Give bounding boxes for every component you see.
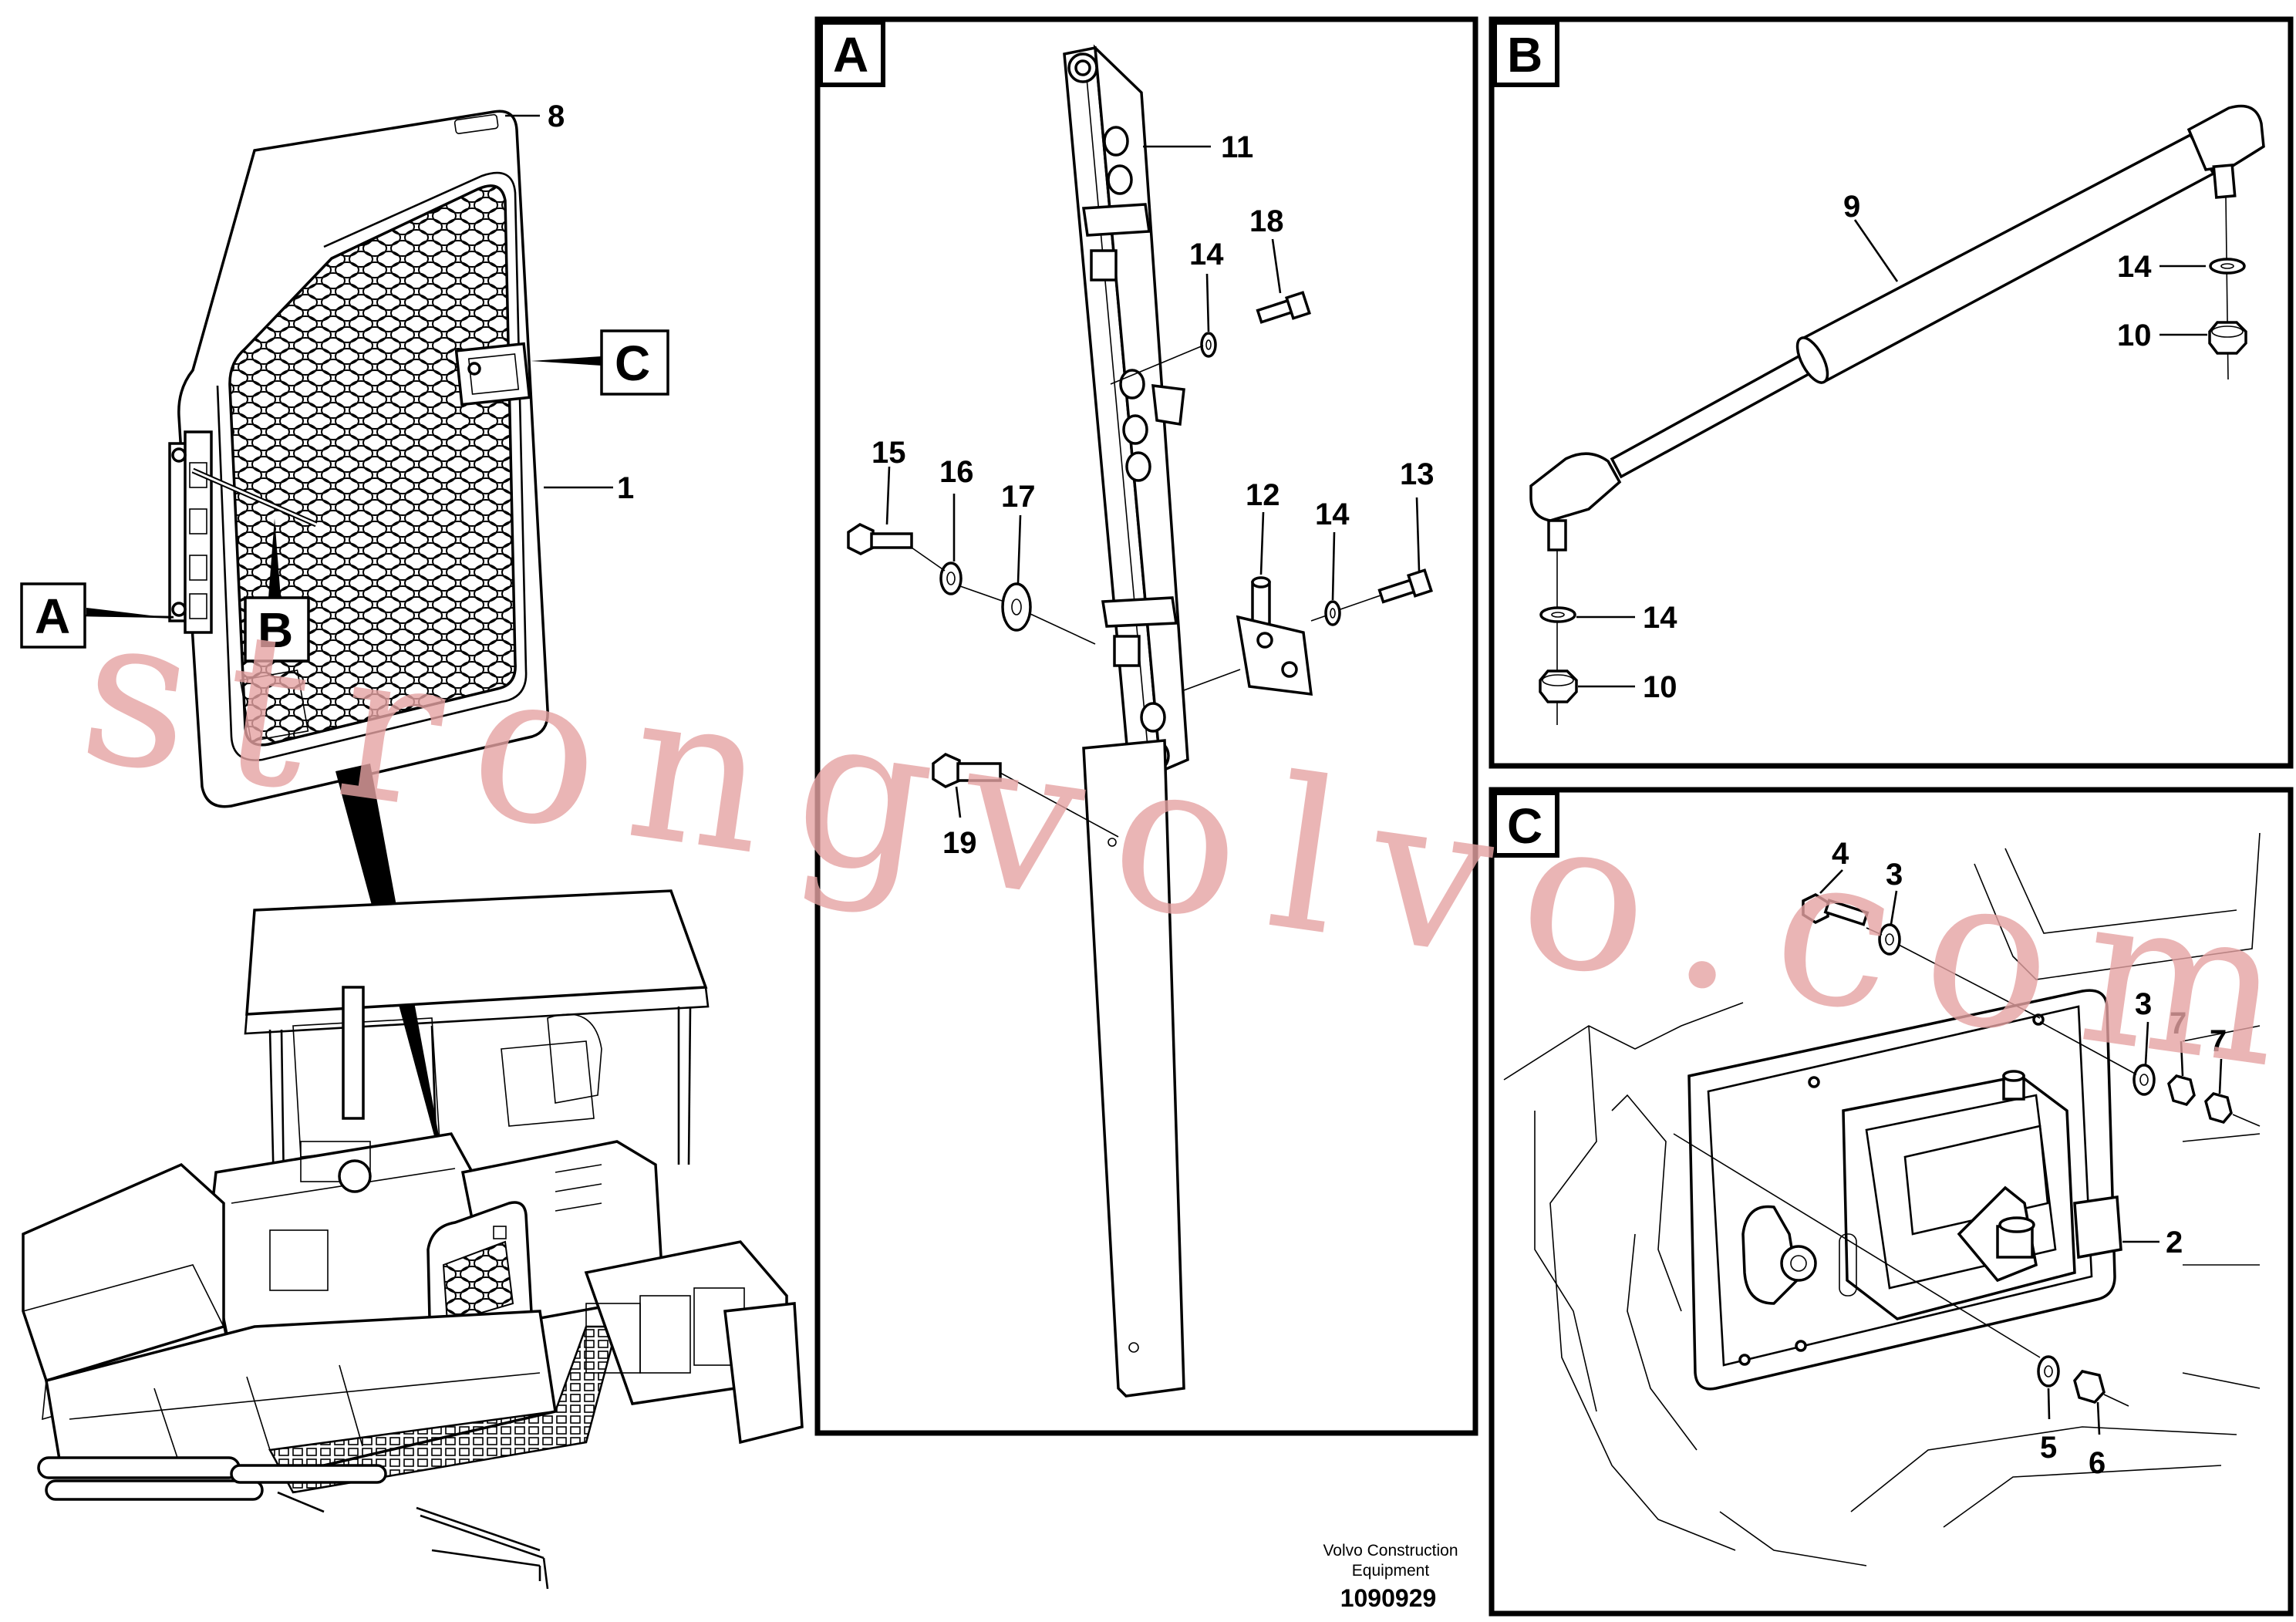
- part-label: 14: [1315, 497, 1350, 531]
- panel-letter-a: A: [833, 27, 868, 83]
- part-label: 7: [2170, 1007, 2186, 1040]
- gas-strut-icon: [1529, 104, 2265, 725]
- callout-box-a: [20, 582, 86, 649]
- part-label: 13: [1400, 457, 1435, 491]
- hinge-assembly-a-icon: [168, 430, 213, 634]
- part-label: 4: [1832, 837, 1849, 871]
- hinge-bracket-icon: [1063, 44, 1189, 1398]
- part-label: 3: [2135, 987, 2152, 1021]
- panel-b-labels: 9 14 10 14 10: [1576, 190, 2207, 704]
- footer-block: Volvo Construction Equipment 1090929: [1323, 1542, 1458, 1612]
- part-label: 8: [548, 99, 565, 133]
- part-label: 9: [1843, 190, 1860, 224]
- paver-machine-icon: [22, 889, 804, 1590]
- panel-c-fasteners: [1673, 892, 2261, 1407]
- part-label: 5: [2040, 1431, 2057, 1465]
- part-label: 10: [1643, 670, 1677, 704]
- part-label: 14: [2117, 250, 2152, 284]
- part-label: 2: [2166, 1226, 2183, 1259]
- part-label: 11: [1221, 130, 1253, 164]
- overview-callouts: 8 1 A B C: [20, 99, 669, 663]
- panel-letter-b: B: [1507, 27, 1542, 83]
- part-label: 3: [1886, 858, 1903, 892]
- callout-letter-c: C: [615, 336, 650, 391]
- footer-company-line2: Equipment: [1352, 1562, 1430, 1580]
- part-label: 7: [2210, 1024, 2227, 1058]
- callout-letter-a: A: [35, 588, 70, 644]
- panel-letter-c: C: [1507, 798, 1542, 854]
- part-label: 18: [1249, 204, 1284, 238]
- part-label: 6: [2089, 1446, 2106, 1480]
- panel-a-fasteners: [847, 291, 1433, 838]
- part-label: 17: [1001, 480, 1036, 514]
- panel-a-labels: 11 18 14 15 16 17 12 14 13 19: [872, 130, 1435, 860]
- door-latch-icon: [1687, 989, 2122, 1391]
- part-label: 1: [617, 471, 634, 505]
- part-label: 14: [1189, 238, 1224, 271]
- footer-drawing-number: 1090929: [1340, 1584, 1437, 1612]
- footer-company-line1: Volvo Construction: [1323, 1542, 1458, 1560]
- callout-letter-b: B: [258, 602, 293, 658]
- door-frame-background: [1503, 832, 2261, 1566]
- part-label: 14: [1643, 601, 1677, 635]
- panel-c-labels: 4 3 3 7 7 2 5 6: [1819, 837, 2227, 1480]
- part-label: 10: [2117, 319, 2152, 352]
- part-label: 19: [942, 826, 977, 860]
- part-label: 15: [872, 436, 906, 470]
- part-label: 12: [1246, 478, 1280, 512]
- detail-panel-b: [1489, 16, 2294, 769]
- latch-c-icon: [454, 342, 531, 406]
- part-label: 16: [939, 455, 974, 489]
- callout-box-b: [244, 596, 310, 663]
